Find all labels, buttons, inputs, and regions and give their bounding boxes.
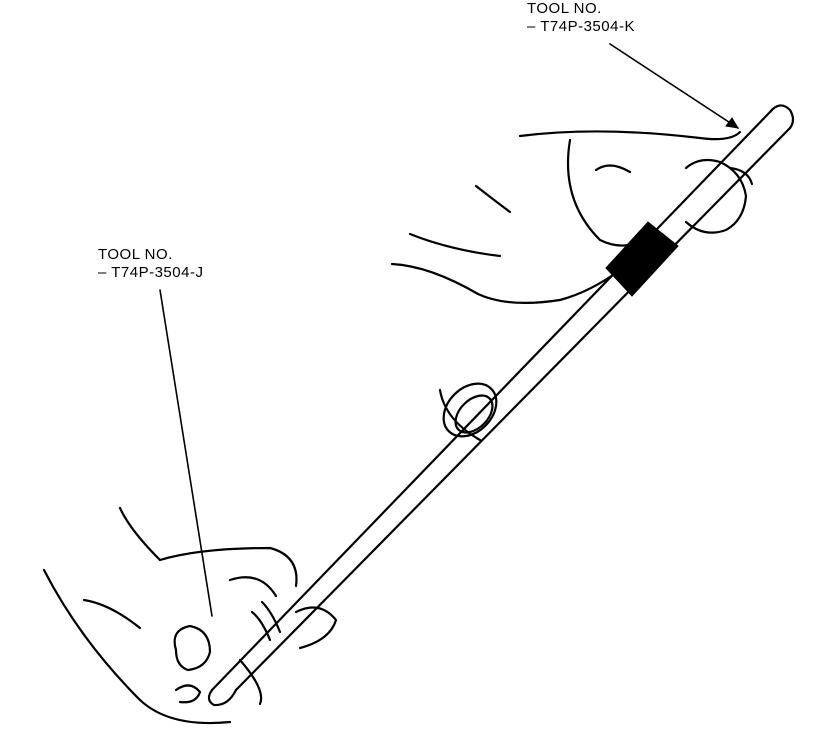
lower-hand [42,506,338,725]
upper-hand [390,130,754,304]
rod [207,104,795,707]
callout-tool-k-line2: – T74P-3504-K [527,18,635,35]
callout-tool-j-line1: TOOL NO. [98,246,173,263]
callout-tool-k: TOOL NO. – T74P-3504-K [527,0,635,36]
callout-tool-j-line2: – T74P-3504-J [98,264,204,281]
threaded-section [605,221,679,297]
collar [438,382,498,442]
callout-tool-k-line1: TOOL NO. [527,0,602,17]
leader-lines [159,43,739,617]
ring [250,600,282,642]
callout-tool-j: TOOL NO. – T74P-3504-J [98,246,203,282]
